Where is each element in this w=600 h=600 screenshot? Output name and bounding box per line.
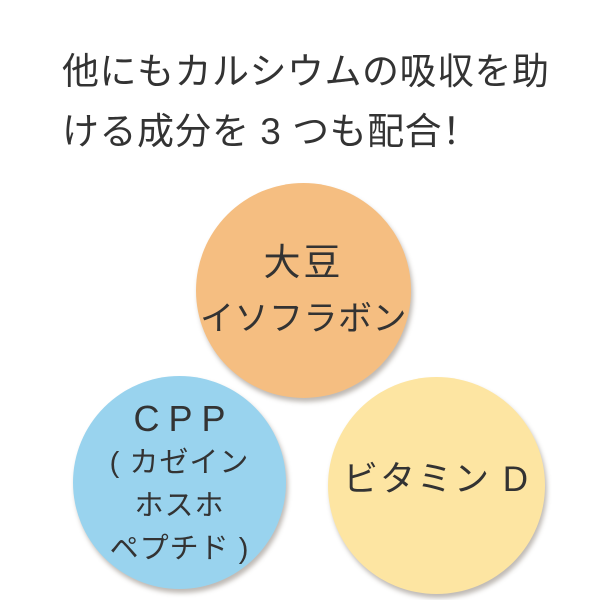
circle-cpp: CPP ( カゼイン ホスホ ペプチド ) <box>73 376 286 589</box>
circle-soy-isoflavone: 大豆 イソフラボン <box>196 183 411 398</box>
cpp-label-line4: ペプチド ) <box>109 532 250 565</box>
headline: 他にもカルシウムの吸収を助 ける成分を 3 つも配合！ <box>62 42 550 162</box>
soy-isoflavone-label-line1: 大豆 <box>263 241 344 283</box>
vitamin-d-label: ビタミン D <box>342 460 530 499</box>
cpp-label-line2: ( カゼイン <box>109 446 250 479</box>
circle-vitamin-d: ビタミン D <box>328 377 545 594</box>
headline-line1: 他にもカルシウムの吸収を助 <box>62 51 550 92</box>
cpp-label-line3: ホスホ <box>134 489 225 522</box>
cpp-label-title: CPP <box>133 397 235 439</box>
headline-line2: ける成分を 3 つも配合！ <box>62 111 480 152</box>
soy-isoflavone-label-line2: イソフラボン <box>200 299 407 338</box>
